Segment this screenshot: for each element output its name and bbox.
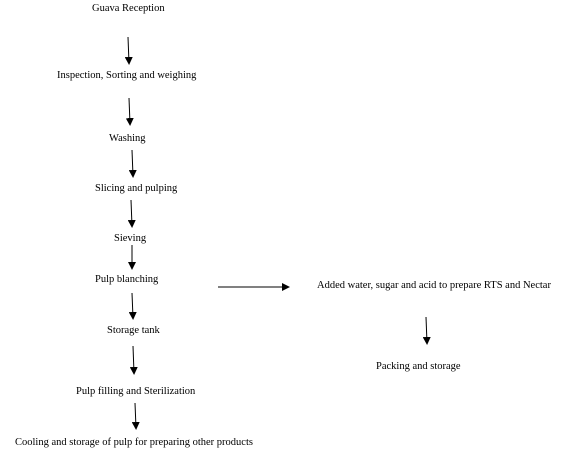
branch-added-water-sugar-acid: Added water, sugar and acid to prepare R… (317, 280, 551, 291)
step-washing: Washing (109, 133, 146, 144)
step-slicing-pulping: Slicing and pulping (95, 183, 178, 194)
arrow-washing-to-slicing (128, 149, 137, 178)
arrow-slicing-to-sieving (127, 199, 136, 228)
step-cooling-storage: Cooling and storage of pulp for preparin… (15, 437, 253, 448)
arrow-filling-to-cooling (131, 402, 140, 430)
branch-packing-storage: Packing and storage (376, 361, 461, 372)
step-sieving: Sieving (114, 233, 147, 244)
step-pulp-blanching: Pulp blanching (95, 274, 159, 285)
step-pulp-filling-sterilization: Pulp filling and Sterilization (76, 386, 196, 397)
arrow-reception-to-inspection (124, 36, 133, 65)
step-storage-tank: Storage tank (107, 325, 160, 336)
arrow-storage-tank-to-filling (129, 345, 138, 375)
arrow-inspection-to-washing (125, 97, 134, 126)
step-guava-reception: Guava Reception (92, 3, 165, 14)
step-inspection-sorting-weighing: Inspection, Sorting and weighing (57, 70, 197, 81)
arrow-branch-to-packing (422, 316, 431, 345)
arrow-blanching-to-storage-tank (128, 292, 137, 320)
